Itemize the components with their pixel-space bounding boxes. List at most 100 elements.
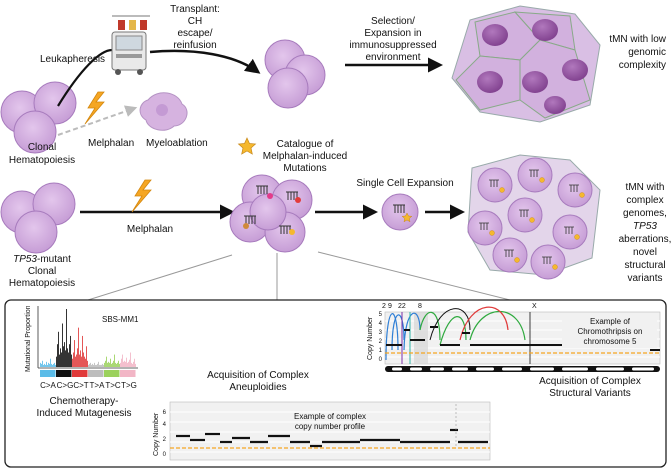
tmn-low-label-2: genomic [628,47,666,58]
reinfused-cells [264,39,326,109]
tmn-low-complexity-cells [451,5,601,123]
signature-bar [74,340,75,367]
sig-cat-2: C>G [57,381,74,390]
clonal-label-2: Hematopoiesis [9,155,75,166]
signature-bar [87,360,88,367]
signature-category-block [88,370,104,377]
signature-bar [94,362,95,367]
signature-bar [115,362,116,367]
cn-tick-2: 2 [163,437,167,443]
sv-tick-0: 0 [379,357,383,363]
signature-bar [104,362,105,367]
sv-example-bg [562,315,657,348]
signature-bar [65,350,66,367]
signature-bar [129,359,130,367]
leukapheresis-arrow [57,48,113,107]
signature-bar [124,360,125,367]
tp53-clonal-label-1: Clonal [28,266,56,277]
signature-bar [53,363,54,367]
myeloablation-arrow [57,105,138,136]
aneuploidy-title-1: Acquisition of Complex [207,370,309,381]
cn-tick-4: 4 [163,422,167,428]
signature-bar [120,362,121,367]
signature-bar [61,352,62,367]
signature-bar [78,327,79,367]
star-icon [237,137,257,155]
signature-bar [125,361,126,367]
signature-bar [130,352,131,367]
mutational-signature-plot: Mutational Proportion SBS-MM1 C>A C>G C>… [25,305,139,390]
lightning-bolt-icon [84,91,105,125]
signature-bar [82,335,83,367]
signature-bar [56,356,57,367]
signature-bar [46,361,47,367]
cn-ylabel: Copy Number [153,412,160,456]
signature-bar [66,309,67,367]
chemo-label-2: Induced Mutagenesis [36,408,131,419]
signature-bar [93,364,94,367]
signature-bar [44,363,45,367]
signature-bar [68,352,69,367]
signature-bar [57,344,58,367]
selection-label-2: Expansion in [364,28,421,39]
signature-bar [108,361,109,367]
connector-left [87,254,233,301]
signature-bar [48,362,49,367]
mutated-cells-cluster [229,174,313,253]
sig-cat-6: T>G [121,381,137,390]
signature-bar [103,364,104,367]
cn-tick-0: 0 [163,452,167,458]
single-cell-label: Single Cell Expansion [356,178,453,189]
tmn-complex-label-5: aberrations, [619,234,671,245]
signature-bar [51,363,52,367]
sv-tick-3: 3 [379,330,383,336]
signature-bar [109,362,110,367]
signature-bar [119,363,120,367]
tmn-complex-label-3: genomes, [623,208,667,219]
signature-bar [88,364,89,367]
signature-bar [79,354,80,367]
signature-bars [40,309,136,367]
signature-bar [63,346,64,367]
signature-bar [71,354,72,367]
signature-bar [133,361,134,367]
signature-bar [110,358,111,367]
signature-bar [127,362,128,367]
signature-bar [132,363,133,367]
sv-ylabel: Copy Number [367,316,374,360]
tp53-clonal-label-2: Hematopoiesis [9,278,75,289]
catalogue-label-2: Melphalan-induced [263,151,348,162]
sv-tick-2: 2 [379,339,383,345]
signature-bar [106,356,107,367]
tmn-complex-cells [467,154,601,280]
signature-bar [107,362,108,367]
sv-chrom-2: 2 [382,303,386,310]
signature-bar [58,331,59,367]
sv-chrom-9: 9 [388,303,392,310]
sv-tick-1: 1 [379,348,383,354]
selection-label-1: Selection/ [371,16,415,27]
copy-number-profile: Copy Number 6 4 2 0 [153,401,491,461]
signature-bar [83,352,84,367]
signature-category-strip [40,370,136,377]
signature-bar [111,363,112,367]
sv-chrom-8: 8 [418,303,422,310]
sig-cat-1: C>A [40,381,56,390]
tp53-clonal-cells [0,182,76,254]
chemo-label-1: Chemotherapy- [50,396,119,407]
cn-example-1: Example of complex [294,412,366,421]
signature-bar [50,358,51,367]
signature-bar [85,358,86,367]
signature-bar [113,360,114,367]
signature-bar [80,350,81,367]
apheresis-machine-icon [111,15,150,75]
tmn-low-label-3: complexity [619,60,666,71]
signature-bar [123,361,124,367]
signature-bar [95,364,96,367]
signature-bar [92,363,93,367]
signature-bar [118,360,119,367]
tmn-complex-label-6: novel [633,247,657,258]
signature-bar [41,363,42,367]
signature-category-block [120,370,136,377]
leukapheresis-label: Leukapheresis [40,54,105,65]
